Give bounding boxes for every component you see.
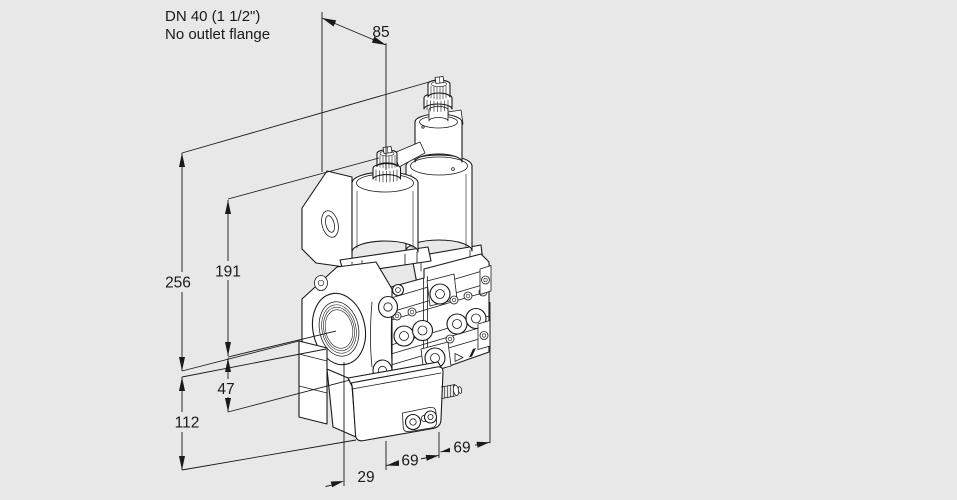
dimension-label-47: 47: [217, 381, 234, 398]
dimension-label-29: 29: [357, 469, 374, 486]
labels: DN 40 (1 1/2") No outlet flange 85 256 1…: [165, 8, 471, 486]
dimension-label-256: 256: [165, 275, 191, 292]
dimension-191: [225, 200, 231, 356]
dimension-label-69-v1: 69: [401, 453, 418, 470]
dimension-69-v1: [386, 454, 440, 466]
extension-lines: [321, 12, 491, 486]
bottom-actuator-module: [326, 361, 463, 442]
valve-body: [390, 253, 492, 384]
dimension-label-85: 85: [372, 24, 389, 41]
dimension-256: [179, 153, 185, 371]
valve-illustration: [298, 76, 492, 442]
dimension-lines: [160, 12, 491, 488]
dimension-85: [321, 17, 387, 46]
test-nipple: [441, 384, 463, 399]
left-solenoid: [351, 146, 419, 253]
product-size-label: DN 40 (1 1/2"): [165, 8, 260, 25]
slash-mark: [469, 348, 476, 358]
dimension-112: [179, 377, 185, 470]
lower-left-block: [298, 340, 328, 425]
dimension-label-191: 191: [215, 264, 241, 281]
mounting-bracket: [301, 170, 353, 269]
dimension-29: [325, 481, 344, 488]
product-variant-label: No outlet flange: [165, 26, 270, 43]
dimension-label-112: 112: [175, 415, 200, 432]
dimension-label-69-v2: 69: [453, 440, 470, 457]
dimension-47: [225, 358, 231, 412]
flow-arrow-icon: [454, 353, 464, 362]
right-solenoid: [405, 76, 473, 252]
